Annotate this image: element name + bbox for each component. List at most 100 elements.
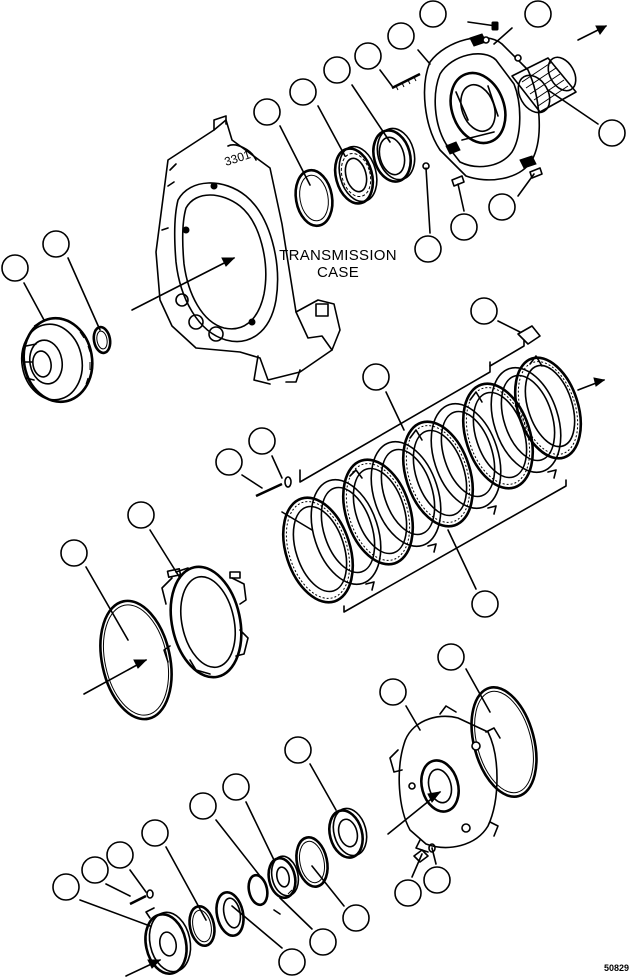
clutch-plate-2 — [370, 429, 442, 553]
end-cover — [144, 907, 192, 975]
callout-bubble — [323, 56, 351, 84]
snap-ring — [294, 168, 334, 228]
thrust-washer — [215, 891, 245, 937]
callout-bubble — [471, 590, 499, 618]
callout-bubble — [524, 0, 552, 28]
leader-line — [245, 801, 275, 861]
leader-line — [465, 668, 491, 713]
leader-line — [385, 391, 405, 431]
callout-bubble — [598, 119, 626, 147]
rear-housing-group — [125, 686, 538, 977]
oil-seal — [372, 127, 416, 183]
callout-bubble — [42, 230, 70, 258]
leader-line — [351, 84, 391, 143]
clutch-pack — [255, 325, 606, 613]
leader-line — [79, 899, 151, 927]
callout-bubble — [52, 873, 80, 901]
callout-bubble — [342, 904, 370, 932]
callout-bubble — [387, 22, 415, 50]
callout-bubble — [106, 841, 134, 869]
cover-washer — [146, 889, 154, 899]
clutch-piston — [161, 565, 249, 679]
leader-line — [457, 183, 465, 212]
washer — [284, 476, 292, 488]
leader-line — [309, 763, 337, 811]
figure-code: 50829 — [603, 963, 629, 973]
callout-bubble — [419, 0, 447, 28]
leader-line — [311, 865, 345, 907]
leader-line — [105, 883, 131, 897]
gear-spacer — [92, 325, 112, 355]
callout-bubble — [215, 448, 243, 476]
leader-line — [425, 167, 431, 234]
leader-line — [417, 49, 431, 65]
leader-line — [497, 320, 521, 333]
callout-bubble — [450, 213, 478, 241]
leader-line — [231, 905, 283, 949]
callout-bubble — [488, 193, 516, 221]
leader-line — [279, 125, 311, 186]
pin — [451, 175, 465, 187]
callout-bubble — [222, 773, 250, 801]
leader-line — [517, 173, 535, 197]
callout-bubble — [354, 42, 382, 70]
leader-line — [405, 705, 421, 731]
seal-ring — [83, 599, 173, 721]
callout-bubble — [423, 866, 451, 894]
leader-line — [493, 27, 513, 45]
callout-bubble — [394, 879, 422, 907]
bolt — [413, 849, 429, 863]
callout-bubble — [414, 235, 442, 263]
callout-bubble — [81, 856, 109, 884]
callout-bubble — [470, 297, 498, 325]
pin — [529, 167, 543, 179]
transmission-case-label: TRANSMISSION CASE — [279, 247, 397, 281]
rear-pump-housing — [389, 705, 501, 853]
lock-washer — [428, 843, 436, 853]
leader-line — [149, 529, 181, 579]
small-snap-ring — [247, 873, 269, 907]
leader-line — [85, 566, 129, 641]
leader-line — [547, 89, 599, 125]
callout-bubble — [289, 78, 317, 106]
leader-line — [379, 69, 393, 87]
leader-line — [23, 282, 45, 321]
rear-bearing — [328, 807, 368, 859]
dowel-pin — [391, 72, 421, 90]
leader-line — [271, 455, 283, 479]
callout-bubble — [189, 792, 217, 820]
rear-snap-ring — [295, 836, 329, 888]
callout-bubble — [437, 643, 465, 671]
clutch-disc-1 — [281, 496, 355, 604]
leader-line — [467, 21, 497, 27]
clutch-plate-3 — [430, 391, 502, 515]
leader-line — [129, 869, 147, 893]
leader-line — [215, 819, 261, 877]
transmission-case: 3301 — [131, 115, 341, 385]
front-housing-group — [294, 21, 607, 228]
callout-bubble — [248, 427, 276, 455]
leader-line — [279, 897, 313, 930]
coupling-gear — [267, 855, 300, 900]
leader-line — [317, 105, 346, 157]
cover-bolt — [129, 894, 147, 906]
spring-pin — [273, 909, 281, 915]
leader-line — [447, 529, 477, 590]
guide-pin — [255, 482, 283, 498]
callout-bubble — [253, 98, 281, 126]
callout-bubble — [127, 501, 155, 529]
drive-gear — [20, 316, 112, 404]
callout-bubble — [379, 678, 407, 706]
svg-text:3301: 3301 — [223, 147, 253, 169]
leader-line — [67, 257, 101, 331]
callout-bubble — [309, 928, 337, 956]
clutch-disc-2 — [341, 458, 415, 566]
callout-bubble — [362, 363, 390, 391]
clutch-plate-4 — [490, 355, 562, 479]
callout-bubble — [278, 948, 306, 976]
front-pump-housing — [423, 33, 541, 181]
spring-clip — [517, 325, 541, 345]
leader-line — [241, 474, 263, 489]
